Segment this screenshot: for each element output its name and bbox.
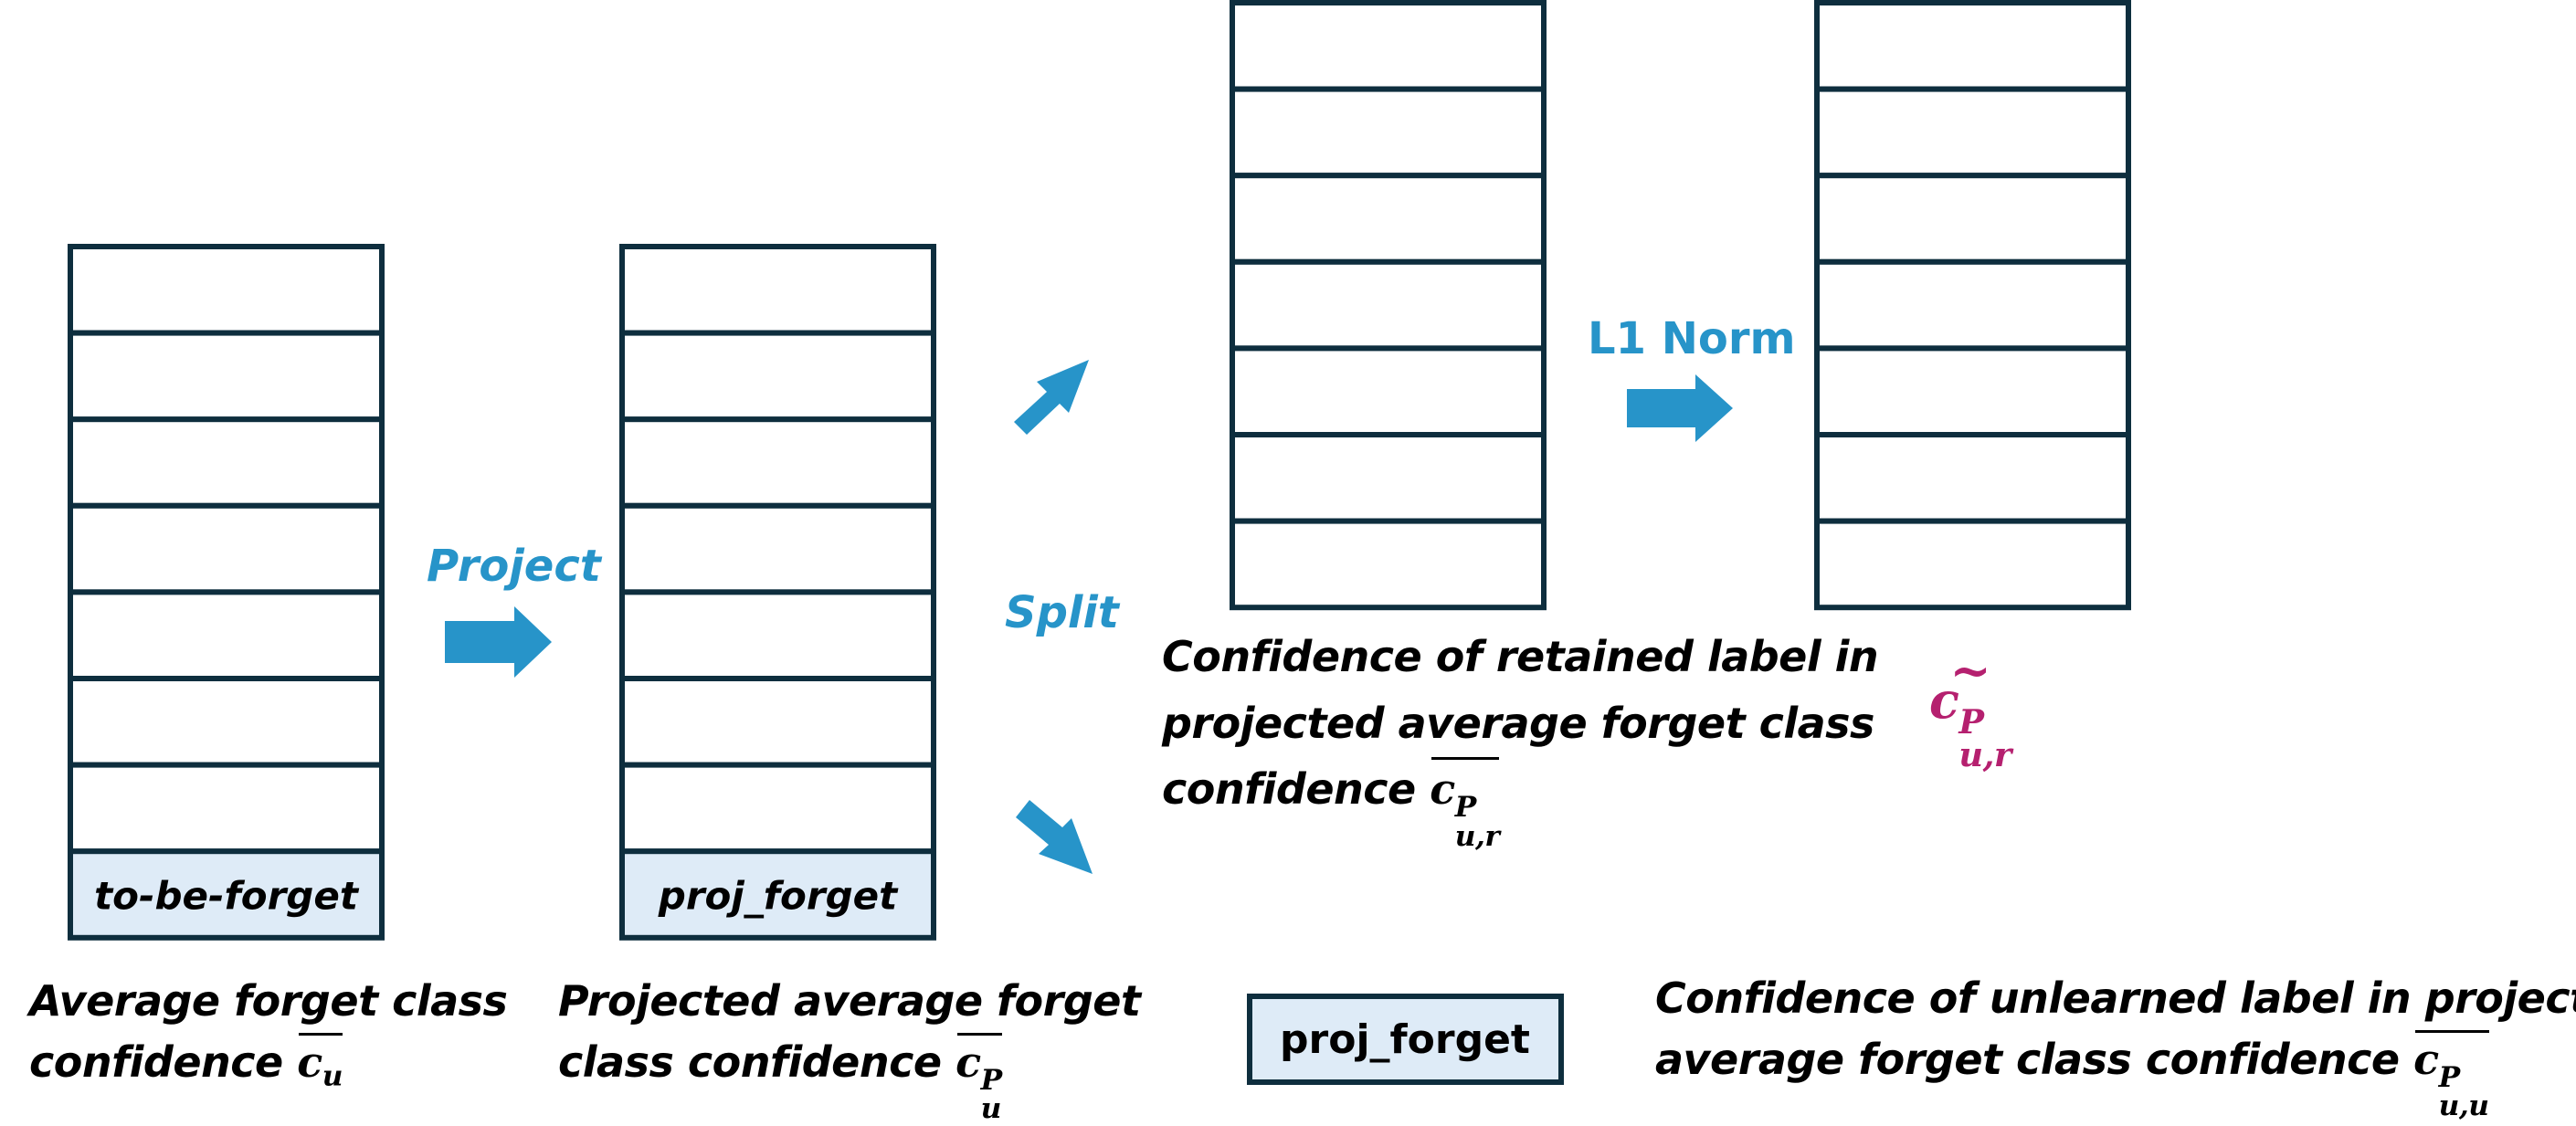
cell bbox=[68, 589, 385, 682]
cell bbox=[1230, 432, 1547, 524]
cell bbox=[619, 762, 936, 855]
unlearned-caption-line2: average forget class confidence bbox=[1655, 1034, 2400, 1084]
retained-caption-line3: confidence bbox=[1162, 764, 1416, 815]
avg-forget-caption-line2: confidence bbox=[29, 1037, 283, 1087]
highlight-cell bbox=[619, 848, 936, 941]
normalized-caption: cPu,r bbox=[1929, 635, 2011, 773]
projected-caption-line1: Projected average forget bbox=[558, 976, 1141, 1026]
cell bbox=[1230, 86, 1547, 179]
cell bbox=[1814, 173, 2131, 265]
column-to-be-forget: to-be-forget bbox=[68, 244, 385, 941]
cell bbox=[1814, 432, 2131, 524]
normalized-symbol: cPu,r bbox=[1929, 635, 2011, 773]
cell bbox=[68, 330, 385, 423]
cell bbox=[68, 502, 385, 595]
projected-caption-line2: class confidence bbox=[558, 1037, 942, 1087]
cell bbox=[619, 676, 936, 768]
cell bbox=[1814, 345, 2131, 437]
unlearned-label-box bbox=[1247, 994, 1564, 1085]
arrows-layer bbox=[445, 360, 1733, 874]
unlearned-caption: Confidence of unlearned label in project… bbox=[1655, 968, 2576, 1121]
cell bbox=[68, 676, 385, 768]
avg-forget-caption: Average forget class confidence cu bbox=[29, 971, 508, 1098]
avg-forget-symbol: cu bbox=[297, 1032, 343, 1098]
cell bbox=[1230, 173, 1547, 265]
avg-forget-caption-line1: Average forget class bbox=[29, 976, 508, 1026]
cell bbox=[1230, 0, 1547, 92]
retained-caption-line1: Confidence of retained label in bbox=[1162, 632, 1879, 681]
highlight-cell-label: proj_forget bbox=[658, 874, 899, 919]
cell bbox=[1814, 518, 2131, 611]
unlearned-label-text: proj_forget bbox=[1280, 1016, 1530, 1063]
split-label: Split bbox=[1005, 587, 1119, 638]
cell bbox=[1230, 518, 1547, 611]
project-arrow bbox=[445, 606, 552, 678]
cell bbox=[619, 589, 936, 682]
retained-caption-line2: projected average forget class bbox=[1162, 698, 1874, 748]
cell bbox=[1814, 0, 2131, 92]
cell bbox=[1230, 258, 1547, 352]
projected-caption: Projected average forget class confidenc… bbox=[558, 971, 1141, 1124]
cell bbox=[619, 502, 936, 595]
columns-layer: to-be-forget proj_forget bbox=[68, 0, 2131, 941]
column-proj-forget: proj_forget bbox=[619, 244, 936, 941]
column-normalized bbox=[1814, 0, 2131, 611]
highlight-cell-label: to-be-forget bbox=[94, 874, 360, 919]
unlearned-caption-line1: Confidence of unlearned label in project… bbox=[1655, 973, 2576, 1023]
cell bbox=[619, 244, 936, 336]
cell bbox=[1814, 86, 2131, 179]
cell bbox=[1230, 345, 1547, 437]
project-label: Project bbox=[427, 541, 601, 592]
cell bbox=[619, 416, 936, 509]
cell bbox=[1814, 258, 2131, 352]
cell bbox=[619, 330, 936, 423]
split-up-arrow bbox=[1014, 360, 1089, 435]
highlight-cell bbox=[68, 848, 385, 941]
column-retained bbox=[1230, 0, 1547, 611]
l1-norm-label: L1 Norm bbox=[1588, 313, 1796, 364]
cell bbox=[68, 762, 385, 855]
cell bbox=[68, 244, 385, 336]
cell bbox=[68, 416, 385, 509]
split-down-arrow bbox=[1016, 800, 1093, 874]
l1-norm-arrow bbox=[1627, 374, 1733, 442]
retained-caption: Confidence of retained label in projecte… bbox=[1162, 624, 1879, 851]
